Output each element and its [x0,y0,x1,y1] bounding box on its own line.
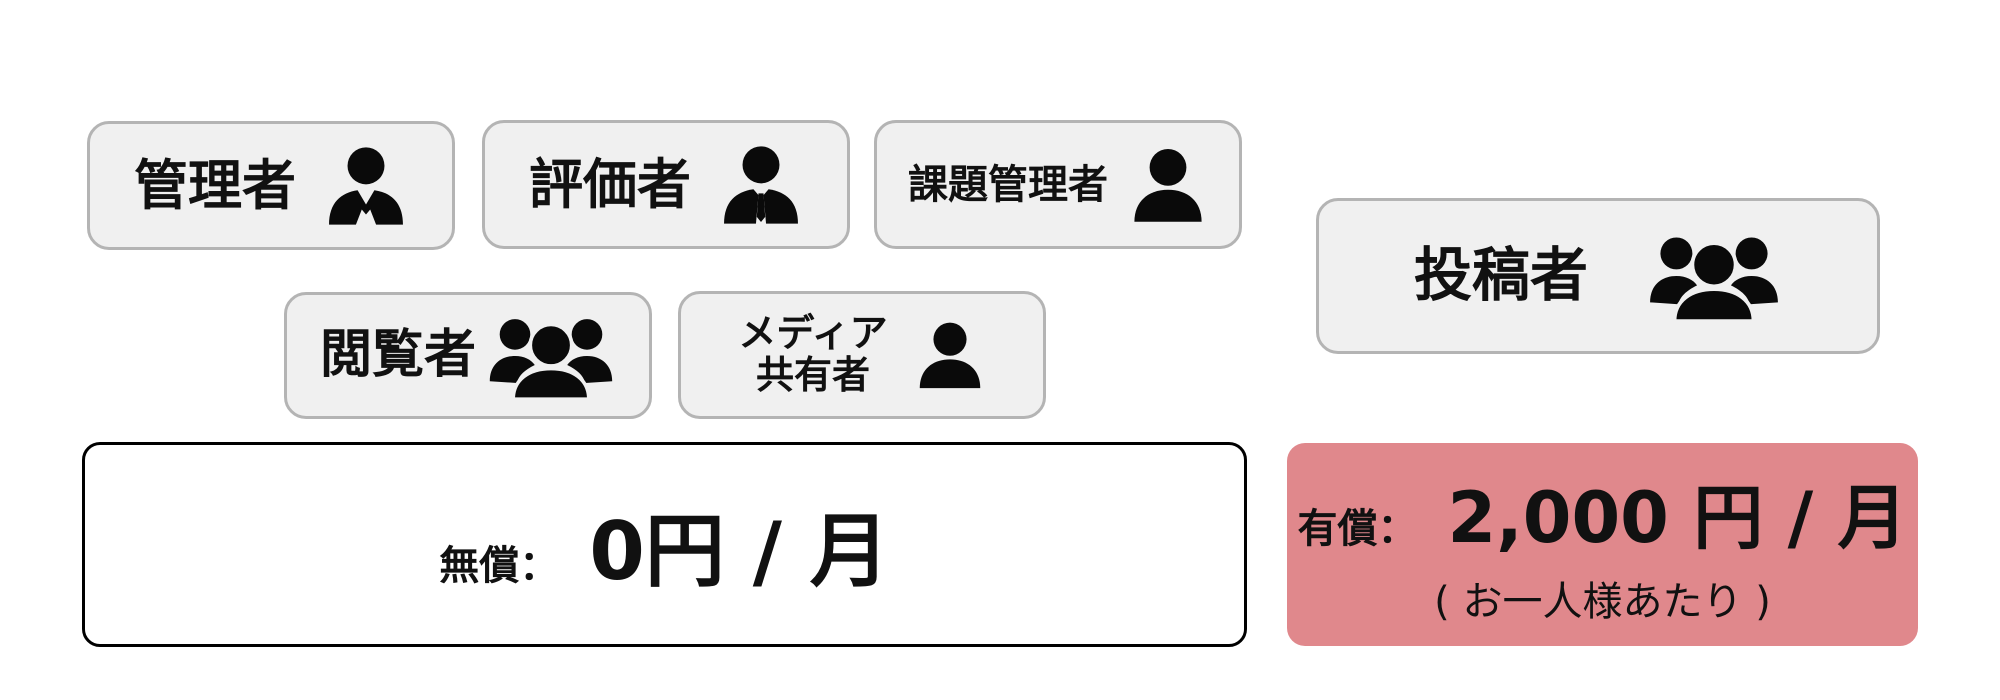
role-label-line: 共有者 [755,353,870,397]
person-icon [914,314,986,396]
paid-price-row: 有償： 2,000 円 / 月 [1297,462,1907,563]
role-card-admin: 管理者 [87,121,455,250]
role-card-viewer: 閲覧者 [284,292,652,419]
person-suit-icon [324,142,408,230]
role-card-evaluator: 評価者 [482,120,850,249]
paid-price-prefix: 有償： [1297,506,1418,552]
role-label: 課題管理者 [908,161,1108,208]
person-icon [1128,143,1208,227]
free-price-value: 0円 / 月 [589,504,890,598]
group-icon [486,311,616,401]
role-label: 閲覧者 [319,324,476,385]
role-card-media-sharer: メディア 共有者 [678,291,1046,419]
person-tie-icon [719,141,803,229]
role-card-contributor: 投稿者 [1316,198,1880,354]
free-pricing-box: 無償： 0円 / 月 [82,442,1247,647]
free-price-prefix: 無償： [439,542,560,589]
role-label: 評価者 [529,152,691,216]
group-icon [1646,229,1782,323]
role-label-line: メディア [738,311,888,356]
role-card-task-manager: 課題管理者 [874,120,1242,249]
paid-price-value: 2,000 円 / 月 [1447,477,1908,559]
role-label: メディア 共有者 [738,311,888,397]
paid-pricing-box: 有償： 2,000 円 / 月 ( お一人様あたり ) [1287,443,1918,646]
role-label: 管理者 [134,153,296,217]
paid-price-note: ( お一人様あたり ) [1434,579,1771,625]
free-price-row: 無償： 0円 / 月 [439,487,890,603]
role-label: 投稿者 [1413,241,1588,310]
